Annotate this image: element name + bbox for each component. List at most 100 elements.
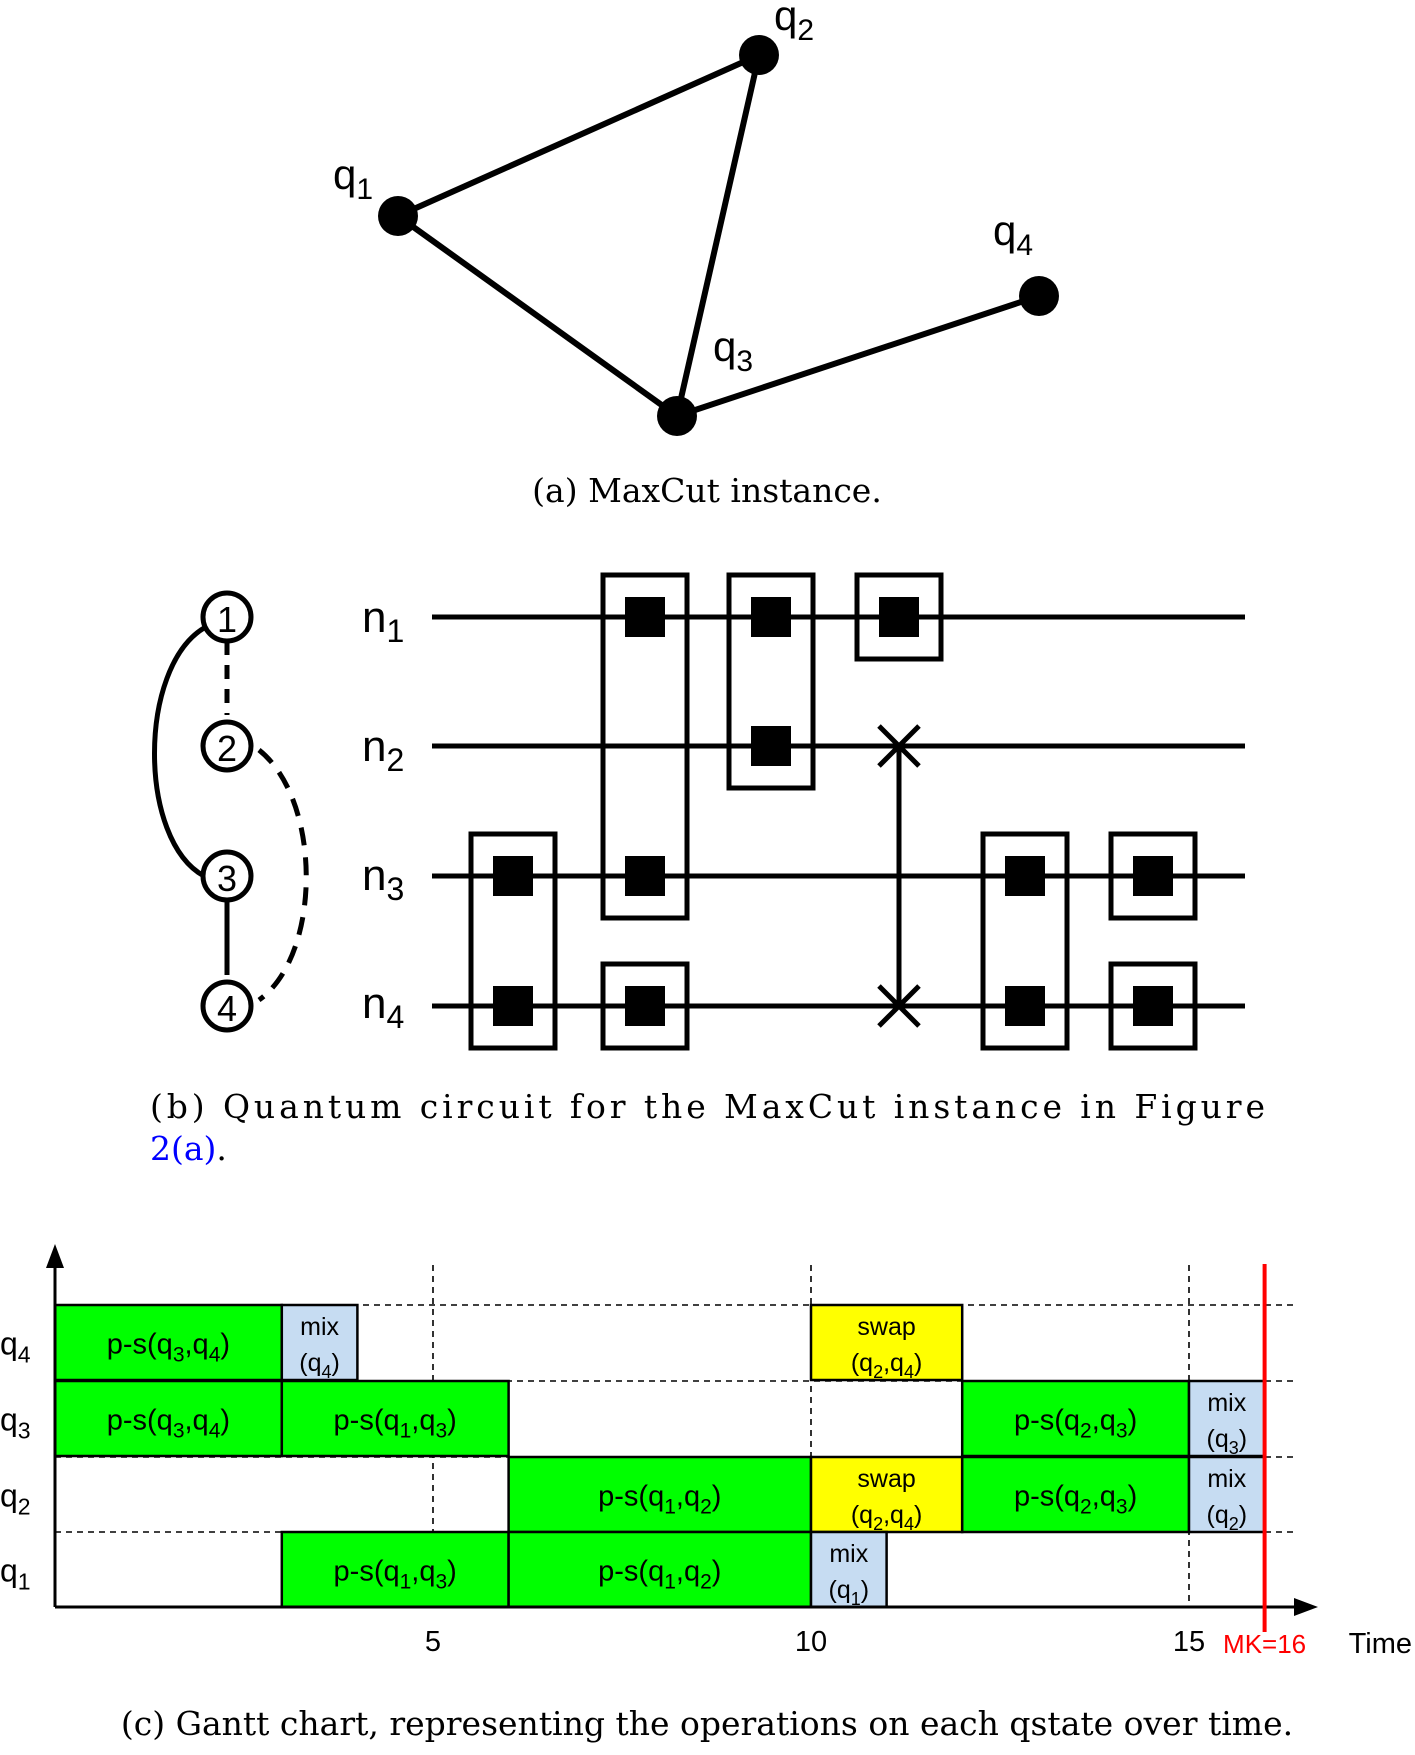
task-p-s-q1: p-s(q1,q2) xyxy=(507,1530,813,1609)
circuit-gates xyxy=(468,572,1198,1051)
row-label-q4: q4 xyxy=(0,1326,31,1368)
caption-a: (a) MaxCut instance. xyxy=(532,471,882,510)
x-tick-15: 15 xyxy=(1173,1626,1205,1658)
caption-b-figure-link[interactable]: 2(a) xyxy=(150,1129,216,1168)
svg-text:(q2,q4): (q2,q4) xyxy=(851,1501,922,1534)
svg-text:mix: mix xyxy=(1207,1465,1246,1493)
svg-text:(q2,q4): (q2,q4) xyxy=(851,1349,922,1382)
maxcut-graph: q1 q2 q3 q4 xyxy=(333,0,1059,436)
wire-labels: n1 n2 n3 n4 xyxy=(362,593,404,1035)
svg-text:mix: mix xyxy=(829,1540,868,1568)
edge-2-4 xyxy=(257,748,309,1003)
task-p-s-q4: p-s(q3,q4) xyxy=(53,1303,284,1382)
gate-block xyxy=(879,597,919,637)
gantt-chart: p-s(q3,q4) mix (q4) swap (q2,q4) p-s(q3,q4) p-… xyxy=(0,1244,1412,1660)
graph-node-3: 3 xyxy=(200,849,254,903)
gate-block xyxy=(751,726,791,766)
graph-node-1: 1 xyxy=(200,590,254,644)
task-p-s-q3: p-s(q3,q4) xyxy=(53,1379,284,1458)
swap-gate xyxy=(877,724,921,1028)
svg-text:3: 3 xyxy=(217,858,237,899)
node-q3 xyxy=(657,396,697,436)
svg-text:2: 2 xyxy=(217,728,237,769)
edge-q2-q3 xyxy=(674,54,762,417)
x-tick-10: 10 xyxy=(795,1626,827,1658)
caption-b: (b) Quantum circuit for the MaxCut insta… xyxy=(150,1087,1265,1126)
edge-q3-q4 xyxy=(676,293,1040,419)
svg-text:1: 1 xyxy=(217,599,237,640)
row-label-q2: q2 xyxy=(0,1478,31,1520)
circuit-coupling-graph: 1 2 3 4 xyxy=(152,590,309,1033)
svg-text:(q2): (q2) xyxy=(1207,1501,1248,1534)
two-qubit-gate xyxy=(980,831,1070,1051)
svg-text:swap: swap xyxy=(857,1465,915,1493)
two-qubit-gate xyxy=(600,572,690,921)
wire-label-n2: n2 xyxy=(362,722,404,778)
two-qubit-gate xyxy=(726,572,816,791)
gantt-axes: 5 10 15 MK=16 Time xyxy=(46,1244,1412,1660)
edge-1-3 xyxy=(152,625,206,879)
task-swap-q2: swap (q2,q4) xyxy=(809,1455,964,1534)
quantum-circuit: n1 n2 n3 n4 xyxy=(362,572,1245,1051)
gate-block xyxy=(493,986,533,1026)
svg-text:swap: swap xyxy=(857,1313,915,1341)
node-label-q3: q3 xyxy=(713,323,753,378)
svg-text:p-s(q1,q3): p-s(q1,q3) xyxy=(334,1556,457,1594)
gate-block xyxy=(1133,986,1173,1026)
y-axis-arrow xyxy=(46,1244,64,1268)
node-label-q2: q2 xyxy=(774,0,814,47)
svg-text:p-s(q1,q3): p-s(q1,q3) xyxy=(334,1405,457,1443)
task-mix-q3: mix(q3) xyxy=(1187,1379,1266,1458)
single-qubit-gate xyxy=(1108,831,1198,921)
gate-block xyxy=(751,597,791,637)
node-q2 xyxy=(739,35,779,75)
wire-label-n4: n4 xyxy=(362,979,404,1035)
node-q1 xyxy=(378,196,418,236)
makespan-label: MK=16 xyxy=(1223,1629,1306,1659)
task-mix-q1: mix (q1) xyxy=(809,1530,888,1609)
caption-c: (c) Gantt chart, representing the operat… xyxy=(121,1704,1293,1743)
svg-text:p-s(q3,q4): p-s(q3,q4) xyxy=(107,1329,230,1367)
task-p-s-q2: p-s(q1,q2) xyxy=(507,1455,813,1534)
graph-node-4: 4 xyxy=(200,979,254,1033)
svg-text:p-s(q2,q3): p-s(q2,q3) xyxy=(1014,1481,1137,1519)
node-q4 xyxy=(1019,276,1059,316)
gantt-tasks: p-s(q3,q4) mix (q4) swap (q2,q4) p-s(q3,q4) p-… xyxy=(53,1303,1266,1609)
graph-node-2: 2 xyxy=(200,719,254,773)
gate-block xyxy=(1005,856,1045,896)
gate-block xyxy=(625,986,665,1026)
task-p-s-q1: p-s(q1,q3) xyxy=(280,1530,510,1609)
task-swap-q4: swap (q2,q4) xyxy=(809,1303,964,1382)
gate-block xyxy=(1133,856,1173,896)
svg-text:(q4): (q4) xyxy=(299,1349,340,1382)
x-axis-label: Time xyxy=(1349,1628,1412,1660)
svg-text:mix: mix xyxy=(300,1313,339,1341)
node-label-q4: q4 xyxy=(993,207,1033,262)
task-p-s-q3: p-s(q2,q3) xyxy=(960,1379,1191,1458)
gate-block xyxy=(625,856,665,896)
edge-q1-q3 xyxy=(396,213,679,419)
single-qubit-gate xyxy=(600,961,690,1051)
row-label-q1: q1 xyxy=(0,1553,31,1595)
caption-b-line2: 2(a). xyxy=(150,1129,227,1168)
svg-text:p-s(q1,q2): p-s(q1,q2) xyxy=(598,1481,721,1519)
single-qubit-gate xyxy=(854,572,944,662)
task-mix-q4: mix (q4) xyxy=(280,1303,359,1382)
svg-text:4: 4 xyxy=(217,988,237,1029)
wire-label-n1: n1 xyxy=(362,593,404,649)
gate-block xyxy=(625,597,665,637)
svg-text:p-s(q1,q2): p-s(q1,q2) xyxy=(598,1556,721,1594)
svg-text:p-s(q2,q3): p-s(q2,q3) xyxy=(1014,1405,1137,1443)
single-qubit-gate xyxy=(1108,961,1198,1051)
task-p-s-q3: p-s(q1,q3) xyxy=(280,1379,510,1458)
x-tick-5: 5 xyxy=(425,1626,441,1658)
task-p-s-q2: p-s(q2,q3) xyxy=(960,1455,1191,1534)
gate-block xyxy=(1005,986,1045,1026)
x-axis-arrow xyxy=(1294,1598,1318,1616)
task-mix-q2: mix (q2) xyxy=(1187,1455,1266,1534)
svg-text:(q1): (q1) xyxy=(829,1576,870,1609)
node-label-q1: q1 xyxy=(333,151,373,206)
edge-q1-q2 xyxy=(396,52,761,219)
